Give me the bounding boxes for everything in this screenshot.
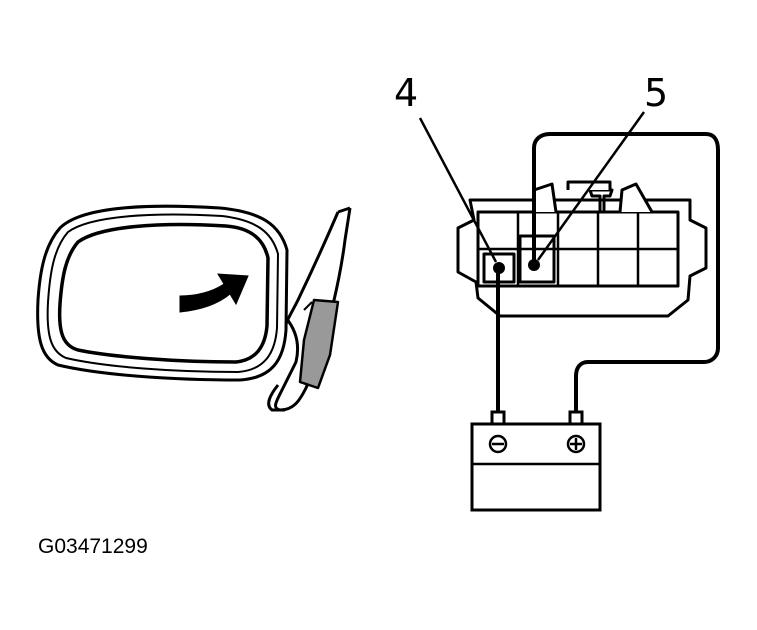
terminal-5-contact [528,259,540,271]
tilt-arrow-icon [179,273,249,313]
callout-5-label: 5 [644,71,669,115]
side-mirror [36,204,352,412]
positive-terminal-icon [566,434,586,454]
figure-id: G03471299 [38,535,148,558]
callout-4-label: 4 [394,71,419,115]
mirror-connector [456,180,708,318]
callout-4-leader [418,117,498,263]
callout-5-leader [536,111,646,261]
positive-wire [532,132,720,412]
negative-terminal-icon [488,434,508,454]
battery [470,410,602,512]
